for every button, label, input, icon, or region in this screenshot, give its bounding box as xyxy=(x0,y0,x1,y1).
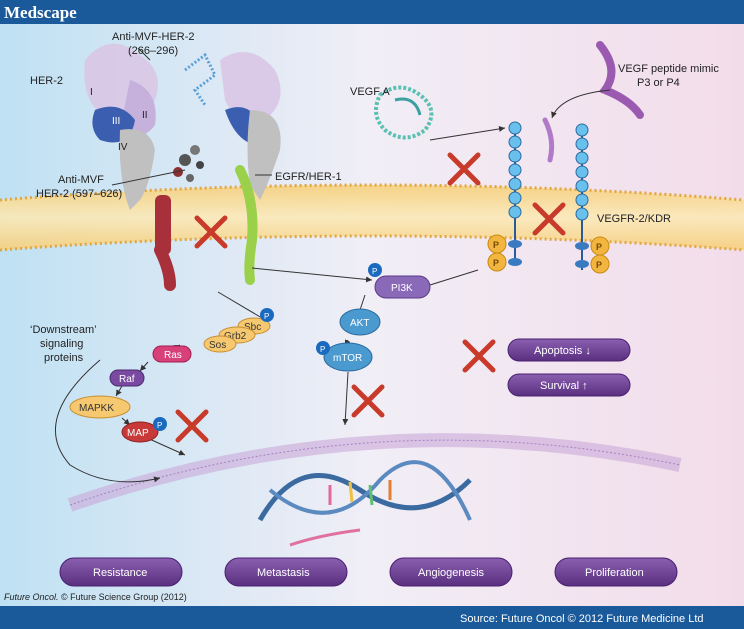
svg-text:MAPKK: MAPKK xyxy=(79,403,114,414)
svg-text:Sbc: Sbc xyxy=(244,322,261,333)
vegfr-phospho-2: P xyxy=(487,252,507,272)
ras-node: Ras xyxy=(152,345,192,363)
svg-text:Resistance: Resistance xyxy=(93,567,147,579)
egfr-receptor xyxy=(220,52,281,285)
inhibition-x-icon-1 xyxy=(194,215,228,249)
svg-text:P: P xyxy=(596,260,602,270)
vegfa-label: VEGF A xyxy=(350,86,390,98)
domain-ii-label: II xyxy=(142,110,148,121)
outcome-pill-angiogenesis: Angiogenesis xyxy=(389,557,513,587)
dna-helix-icon xyxy=(257,460,472,547)
source-credit: Source: Future Oncol © 2012 Future Medic… xyxy=(460,613,704,625)
domain-iii-label: III xyxy=(112,116,120,127)
downstream-label-2: signaling xyxy=(40,338,83,350)
credit-rest: © Future Science Group (2012) xyxy=(59,592,187,602)
pi3k-node: PI3K P xyxy=(368,263,431,299)
outcome-pill-resistance: Resistance xyxy=(59,557,183,587)
vegfr-chain-1 xyxy=(508,121,522,266)
vegfr-label: VEGFR-2/KDR xyxy=(597,213,671,225)
svg-text:Sos: Sos xyxy=(209,340,226,351)
anti-mvf-1-label: Anti-MVF-HER-2 xyxy=(112,31,195,43)
domain-iv-label: IV xyxy=(118,142,128,153)
map-phospho: P xyxy=(157,421,162,430)
mapkk-node: MAPKK xyxy=(69,395,131,419)
vegfa-protein-icon xyxy=(374,85,434,140)
vegf-mimic-label-1: VEGF peptide mimic xyxy=(618,63,719,75)
svg-text:MAP: MAP xyxy=(127,428,149,439)
her2-receptor xyxy=(84,43,176,291)
svg-text:mTOR: mTOR xyxy=(333,353,362,364)
svg-text:AKT: AKT xyxy=(350,318,369,329)
figure-credit: Future Oncol. © Future Science Group (20… xyxy=(4,592,187,602)
downstream-label-3: proteins xyxy=(44,352,84,364)
svg-text:Survival ↑: Survival ↑ xyxy=(540,380,588,392)
vegfr-phospho-4: P xyxy=(590,254,610,274)
svg-text:Metastasis: Metastasis xyxy=(257,567,310,579)
vegf-mimic-label-2: P3 or P4 xyxy=(637,77,680,89)
svg-text:P: P xyxy=(493,240,499,250)
svg-text:Raf: Raf xyxy=(119,374,135,385)
vegfr-phospho-3: P xyxy=(590,236,610,256)
anti-mvf-peptide-icon xyxy=(184,52,217,106)
vegfr-phospho-1: P xyxy=(487,234,507,254)
vegf-mimic-icon xyxy=(542,41,644,163)
anti-mvf-2-label: Anti-MVF xyxy=(58,174,104,186)
mtor-node: mTOR P xyxy=(316,341,373,372)
inhibition-x-icon-6 xyxy=(175,409,209,443)
vegfr-chain-2 xyxy=(575,123,589,270)
outcome-pill-metastasis: Metastasis xyxy=(224,557,348,587)
domain-i-label: I xyxy=(90,87,93,98)
map-node: MAP P xyxy=(121,417,167,443)
header-bar: Medscape xyxy=(0,0,744,24)
inhibition-x-icon-2 xyxy=(447,152,481,186)
cell-membrane xyxy=(0,183,744,252)
svg-text:Angiogenesis: Angiogenesis xyxy=(418,567,485,579)
brand-logo: Medscape xyxy=(4,3,77,22)
anti-mvf-2-range: HER-2 (597–626) xyxy=(36,188,122,200)
svg-text:Proliferation: Proliferation xyxy=(585,567,644,579)
svg-text:P: P xyxy=(493,258,499,268)
raf-node: Raf xyxy=(109,369,145,387)
survival-pill: Survival ↑ xyxy=(507,373,631,397)
svg-text:Apoptosis ↓: Apoptosis ↓ xyxy=(534,345,591,357)
mtor-phospho: P xyxy=(320,345,325,354)
svg-text:P: P xyxy=(596,242,602,252)
inhibition-x-icon-3 xyxy=(532,202,566,236)
pi3k-phospho: P xyxy=(372,267,377,276)
svg-text:Grb2: Grb2 xyxy=(224,331,247,342)
svg-text:Ras: Ras xyxy=(164,350,182,361)
inhibition-x-icon-5 xyxy=(351,384,385,418)
svg-text:PI3K: PI3K xyxy=(391,283,413,294)
akt-node: AKT xyxy=(339,308,381,336)
outcome-pill-proliferation: Proliferation xyxy=(554,557,678,587)
anti-mvf-2-molecule-icon xyxy=(173,145,204,182)
sbc-phospho: P xyxy=(264,312,269,321)
apoptosis-pill: Apoptosis ↓ xyxy=(507,338,631,362)
footer-bar: Source: Future Oncol © 2012 Future Medic… xyxy=(0,606,744,629)
credit-journal: Future Oncol. xyxy=(4,592,59,602)
egfr-label: EGFR/HER-1 xyxy=(275,171,342,183)
sos-node: Sos xyxy=(203,335,237,353)
her2-label: HER-2 xyxy=(30,75,63,87)
anti-mvf-1-range: (266–296) xyxy=(128,45,178,57)
inhibition-x-icon-4 xyxy=(462,339,496,373)
downstream-label-1: ‘Downstream’ xyxy=(30,324,97,336)
